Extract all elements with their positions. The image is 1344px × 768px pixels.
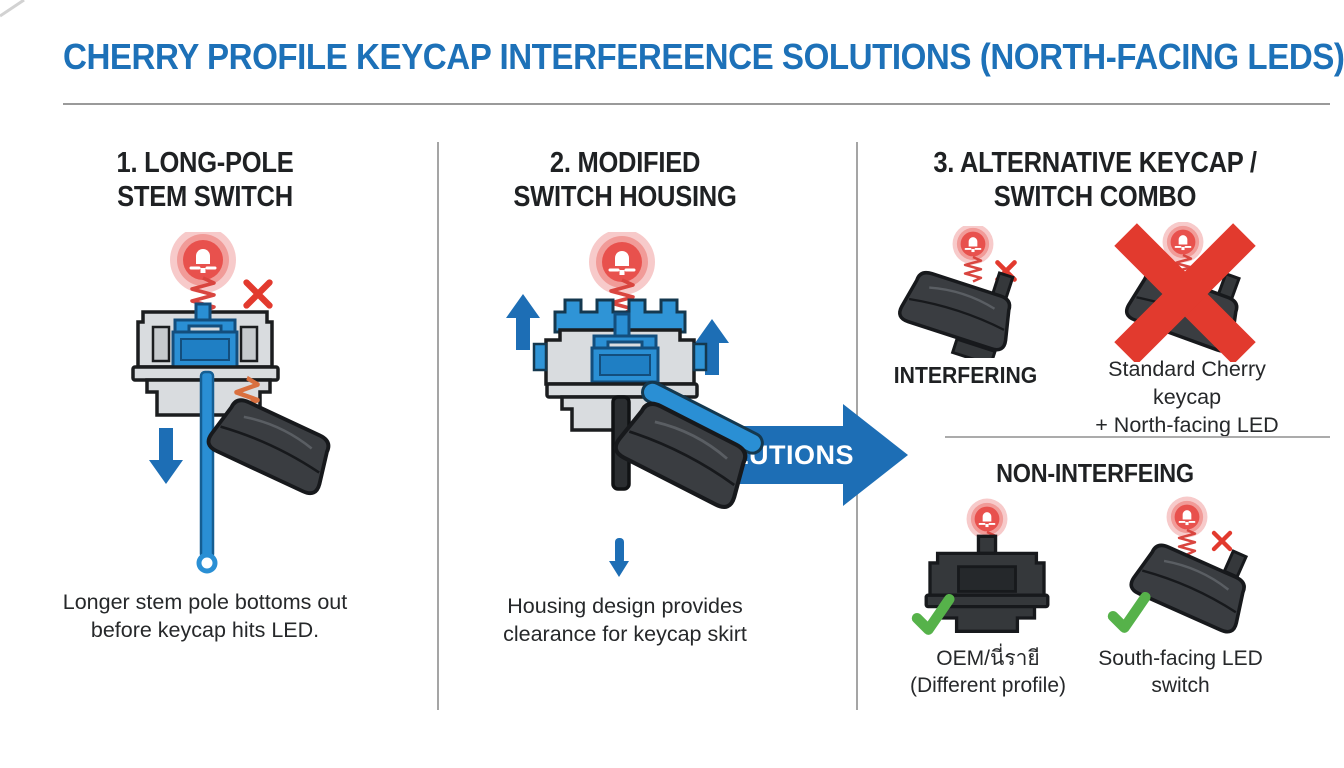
section2-heading-line1: 2. MODIFIED <box>549 147 701 179</box>
section2-heading: 2. MODIFIED SWITCH HOUSING <box>493 146 757 214</box>
led-icon <box>587 232 657 297</box>
section1-caption: Longer stem pole bottoms out before keyc… <box>62 590 348 643</box>
interfering-keycap-diagram <box>895 226 1021 358</box>
keycap-icon <box>1122 264 1248 356</box>
interfering-label: INTERFERING <box>893 362 1038 388</box>
south-facing-caption: South-facing LED switch <box>1098 647 1263 698</box>
x-icon <box>1214 533 1230 549</box>
oem-caption: OEM/นี่รายี (Different profile) <box>909 647 1066 698</box>
section2-caption: Housing design provides clearance for ke… <box>503 594 747 647</box>
section3-heading-line2: SWITCH COMBO <box>993 181 1197 214</box>
long-pole-switch-diagram <box>131 232 341 574</box>
led-icon <box>168 232 238 295</box>
column-divider-1 <box>437 142 439 710</box>
section1-heading-line1: 1. LONG-POLE <box>116 147 294 179</box>
section3-heading-line1: 3. ALTERNATIVE KEYCAP / <box>933 147 1257 179</box>
blue-stem <box>171 302 239 369</box>
keycap-icon <box>1126 537 1256 637</box>
long-stem-pole <box>199 370 215 560</box>
up-arrow-icon <box>506 294 540 350</box>
down-arrow-icon <box>609 538 629 577</box>
pole-contact-ring <box>196 552 218 574</box>
blue-stem <box>590 312 660 384</box>
keycap-icon <box>895 266 1021 358</box>
check-icon <box>1113 597 1145 627</box>
section2-heading-line2: SWITCH HOUSING <box>513 181 737 214</box>
section1-heading: 1. LONG-POLE STEM SWITCH <box>77 146 332 214</box>
standard-combo-caption: Standard Cherry keycap + North-facing LE… <box>1095 357 1279 437</box>
section3-heading: 3. ALTERNATIVE KEYCAP / SWITCH COMBO <box>897 146 1293 214</box>
corner-artifact <box>0 0 25 18</box>
page-title: CHERRY PROFILE KEYCAP INTERFEREENCE SOLU… <box>63 36 1344 77</box>
oem-switch-diagram <box>903 497 1050 645</box>
section1-heading-line2: STEM SWITCH <box>117 181 293 214</box>
south-facing-diagram <box>1095 495 1256 637</box>
switch-front-icon <box>924 534 1050 633</box>
keycap-icon <box>611 380 764 511</box>
section3-divider <box>945 436 1330 438</box>
title-divider <box>63 103 1330 105</box>
down-arrow-icon <box>149 428 183 484</box>
non-interfering-heading: NON-INTERFEING <box>996 458 1194 488</box>
standard-combo-diagram <box>1114 222 1256 362</box>
led-icon <box>951 226 995 266</box>
big-x-icon <box>1114 223 1256 362</box>
x-icon <box>247 283 270 306</box>
modified-housing-switch-diagram <box>506 232 764 577</box>
